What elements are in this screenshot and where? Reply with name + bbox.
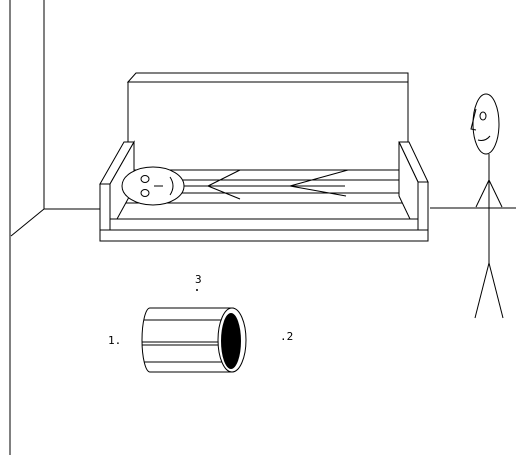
lying-figure-eye [140, 189, 150, 197]
standing-figure-head [472, 93, 500, 155]
room [9, 0, 516, 455]
standing-figure-eye [479, 111, 487, 121]
sofa-backrest-top [126, 72, 409, 83]
lying-figure-head [121, 166, 185, 206]
point-marker-3 [196, 289, 198, 291]
floor-corner-line [10, 208, 45, 237]
lying-figure-eye [140, 175, 150, 183]
sofa-backrest [127, 81, 409, 171]
sofa-right-arm-front [417, 181, 429, 231]
sofa-left-arm-front [99, 183, 111, 232]
lying-figure-arm [207, 169, 241, 187]
lying-figure-arm [207, 185, 241, 200]
lying-figure-leg [289, 169, 349, 187]
sofa-left-arm-side [109, 140, 135, 220]
drum [141, 307, 247, 373]
lying-figure [121, 166, 349, 206]
lying-figure-mouth [169, 176, 174, 196]
sofa [99, 72, 429, 242]
standing-figure-nose [470, 108, 477, 131]
point-label-1: 1. [108, 334, 121, 347]
standing-figure-arm [488, 179, 503, 208]
drum-end-opening [221, 313, 241, 369]
point-label-3: 3 [195, 273, 202, 286]
standing-figure [470, 93, 504, 319]
standing-figure-mouth [477, 135, 491, 141]
standing-figure-leg [474, 262, 490, 319]
room-frame [9, 0, 11, 455]
sofa-base-top [109, 218, 419, 231]
standing-figure-arm [475, 179, 490, 208]
point-label-2: .2 [280, 330, 293, 343]
standing-figure-leg [488, 262, 504, 319]
lying-figure-leg [289, 185, 347, 197]
sofa-base [99, 229, 429, 242]
